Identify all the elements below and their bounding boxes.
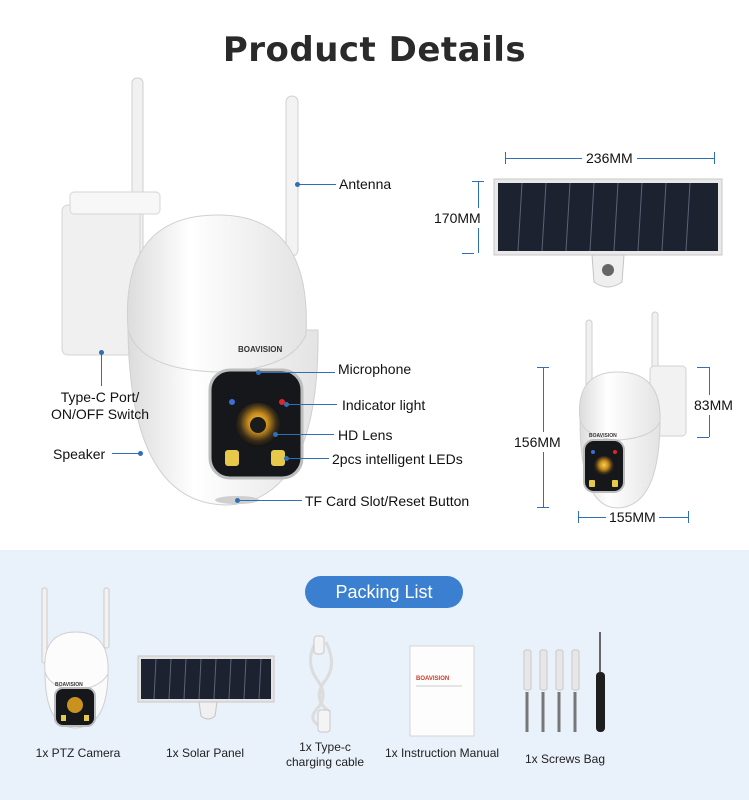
- packing-label-cable-line1: 1x Type-c: [299, 740, 351, 754]
- packing-list-title: Packing List: [305, 576, 463, 608]
- page-title: Product Details: [222, 30, 527, 70]
- camera-head: [126, 214, 307, 373]
- dim-panel-width: 236MM: [582, 150, 637, 166]
- packing-items-illustration: BOAVISION BOAVISION: [41, 587, 605, 737]
- dim-panel-height: 170MM: [434, 208, 481, 228]
- dim-camera-width: 155MM: [606, 509, 659, 525]
- camera-main-illustration: BOAVISION: [61, 77, 319, 506]
- led-right-icon: [271, 450, 285, 466]
- indicator-red-icon: [279, 399, 285, 405]
- callout-leds: 2pcs intelligent LEDs: [332, 451, 463, 467]
- callout-hd-lens: HD Lens: [338, 427, 393, 443]
- packing-label-cable-line2: charging cable: [285, 755, 365, 769]
- callout-type-c-line1: Type-C Port/: [60, 389, 140, 405]
- dim-camera-height: 156MM: [514, 432, 561, 452]
- packing-cable-icon: [309, 635, 333, 733]
- packing-label-screws: 1x Screws Bag: [524, 752, 606, 766]
- packing-solar-panel-icon: [137, 655, 275, 720]
- callout-antenna: Antenna: [339, 176, 392, 192]
- led-left-icon: [225, 450, 239, 466]
- callout-tf-card: TF Card Slot/Reset Button: [305, 493, 470, 509]
- callout-type-c-line2: ON/OFF Switch: [50, 406, 149, 422]
- packing-screws-icon: [523, 632, 605, 732]
- packing-label-camera: 1x PTZ Camera: [35, 746, 121, 760]
- packing-camera-icon: BOAVISION: [41, 587, 110, 729]
- led-blue-icon: [229, 399, 235, 405]
- packing-manual-icon: BOAVISION: [409, 645, 475, 737]
- svg-text:BOAVISION: BOAVISION: [55, 682, 83, 688]
- packing-label-solar-panel: 1x Solar Panel: [165, 746, 245, 760]
- callout-type-c-port: Type-C Port/ ON/OFF Switch: [14, 389, 186, 423]
- camera-small-illustration: BOAVISION: [578, 311, 687, 509]
- dim-camera-head: 83MM: [694, 395, 733, 415]
- packing-label-manual: 1x Instruction Manual: [384, 746, 500, 760]
- callout-speaker: Speaker: [53, 446, 106, 462]
- svg-text:BOAVISION: BOAVISION: [416, 676, 449, 682]
- svg-text:BOAVISION: BOAVISION: [589, 433, 617, 439]
- solar-panel-illustration: [493, 178, 723, 288]
- brand-logo: BOAVISION: [238, 345, 283, 354]
- callout-indicator-light: Indicator light: [342, 397, 426, 413]
- callout-microphone: Microphone: [338, 361, 412, 377]
- packing-label-cable: 1x Type-c charging cable: [270, 740, 380, 770]
